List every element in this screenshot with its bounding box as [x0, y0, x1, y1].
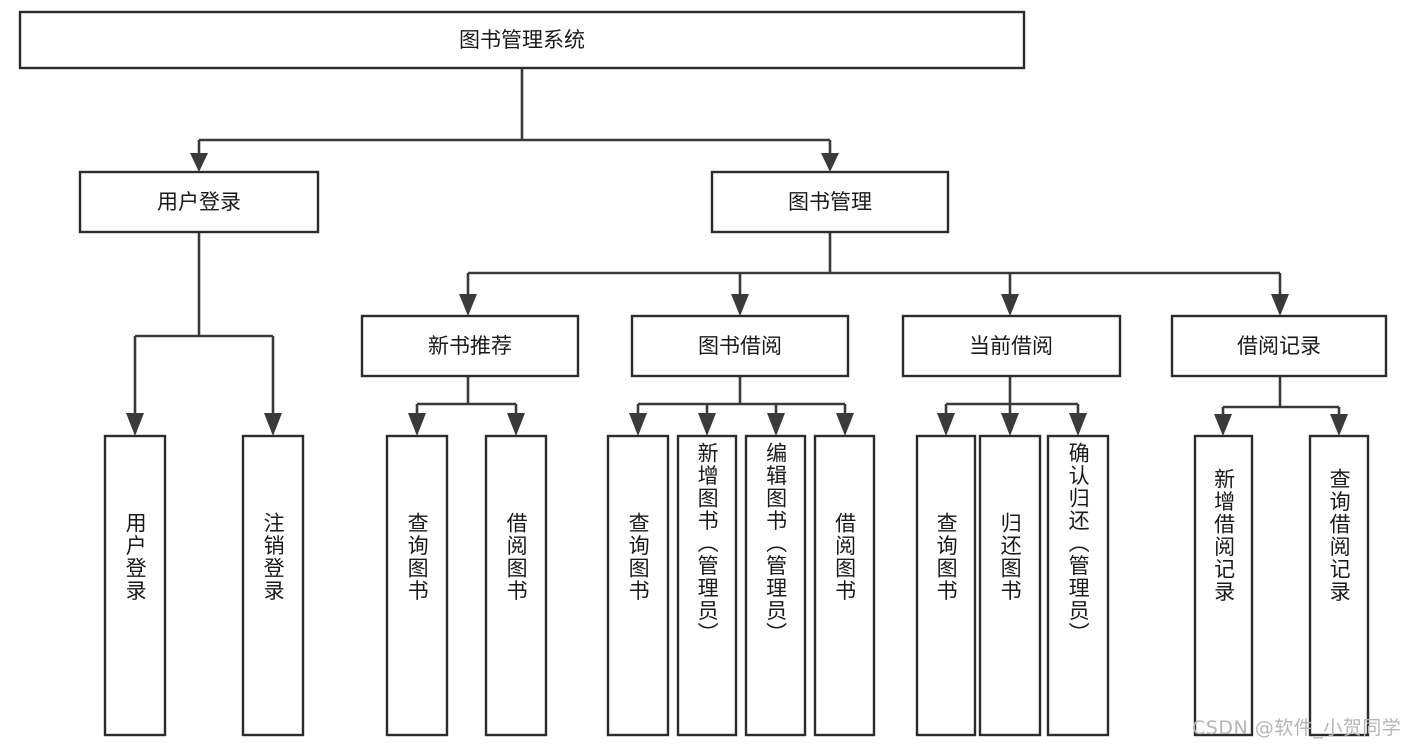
node-box-leaf-add-borrow-record[interactable]: [1193, 434, 1254, 737]
connector-group-book-borrow-to-leaves: [629, 376, 854, 436]
arrow-head-leaf-confirm-return-admin: [1069, 413, 1087, 436]
node-box-leaf-borrow-book[interactable]: [813, 434, 876, 737]
node-box-leaf-query-borrow-record[interactable]: [1308, 434, 1370, 737]
node-label-new-book-recommend: 新书推荐: [428, 334, 512, 358]
leaf-label-wrap-logout: 注销登录: [243, 436, 303, 735]
leaf-label-wrap-borrow-book: 借阅图书: [815, 436, 874, 735]
leaf-label-wrap-add-borrow-record: 新增借阅记录: [1195, 436, 1252, 735]
arrow-head-book-management: [821, 153, 839, 172]
connector-group-user-login-to-leaves: [126, 232, 282, 436]
connector-group-new-book-to-leaves: [408, 376, 525, 436]
node-box-leaf-logout[interactable]: [241, 434, 305, 737]
connector-group-current-borrow-to-leaves: [937, 376, 1087, 436]
node-box-leaf-query-book-recommend[interactable]: [385, 434, 449, 737]
node-box-leaf-user-login[interactable]: [103, 434, 167, 737]
arrow-head-leaf-return-book: [1001, 413, 1019, 436]
arrow-head-leaf-query-book-recommend: [408, 413, 426, 436]
node-box-leaf-edit-book-admin[interactable]: [744, 434, 807, 737]
node-label-book-borrow: 图书借阅: [698, 334, 782, 358]
leaf-label-user-login: 用户登录: [123, 512, 148, 602]
leaf-label-confirm-return-admin: 确认归还（管理员）: [1066, 442, 1091, 645]
node-box-leaf-query-book-borrow[interactable]: [606, 434, 670, 737]
leaf-label-query-book-borrow: 查询图书: [626, 512, 651, 602]
node-label-book-management: 图书管理: [788, 190, 872, 214]
node-box-user-login[interactable]: [78, 170, 320, 234]
leaf-label-wrap-query-book-borrow: 查询图书: [608, 436, 668, 735]
leaf-label-wrap-confirm-return-admin: 确认归还（管理员）: [1048, 436, 1108, 735]
csdn-watermark: CSDN @软件_小贺同学: [1192, 717, 1402, 739]
node-label-borrow-record: 借阅记录: [1237, 334, 1321, 358]
arrow-head-leaf-edit-book-admin: [767, 413, 785, 436]
node-label-root: 图书管理系统: [459, 28, 585, 52]
arrow-head-leaf-logout: [264, 413, 282, 436]
node-box-leaf-query-book-current[interactable]: [915, 434, 977, 737]
connector-group-book-management-to-level3: [459, 232, 1289, 316]
connector-group-borrow-record-to-leaves: [1214, 376, 1348, 436]
leaf-label-return-book: 归还图书: [998, 512, 1023, 602]
node-box-book-management[interactable]: [710, 170, 950, 234]
arrow-head-book-borrow: [731, 294, 749, 316]
leaf-label-wrap-query-book-recommend: 查询图书: [387, 436, 447, 735]
node-box-root[interactable]: [18, 10, 1026, 70]
arrow-head-leaf-borrow-book: [836, 413, 854, 436]
arrow-head-leaf-user-login: [126, 413, 144, 436]
leaf-label-add-borrow-record: 新增借阅记录: [1211, 468, 1236, 603]
leaf-label-logout: 注销登录: [261, 512, 286, 602]
node-box-leaf-add-book-admin[interactable]: [676, 434, 738, 737]
arrow-head-leaf-query-book-borrow: [629, 413, 647, 436]
node-label-user-login: 用户登录: [157, 190, 241, 214]
leaf-label-query-book-current: 查询图书: [934, 512, 959, 602]
node-box-borrow-record[interactable]: [1170, 314, 1388, 378]
leaf-label-add-book-admin: 新增图书（管理员）: [695, 442, 720, 645]
leaf-label-query-borrow-record: 查询借阅记录: [1327, 468, 1352, 603]
leaf-label-wrap-query-borrow-record: 查询借阅记录: [1310, 436, 1368, 735]
arrow-head-leaf-borrow-book-recommend: [507, 413, 525, 436]
leaf-label-query-book-recommend: 查询图书: [405, 512, 430, 602]
node-box-current-borrow[interactable]: [901, 314, 1122, 378]
node-box-leaf-return-book[interactable]: [978, 434, 1042, 737]
arrow-head-leaf-query-borrow-record: [1330, 414, 1348, 436]
leaf-label-wrap-query-book-current: 查询图书: [917, 436, 975, 735]
arrow-head-borrow-record: [1271, 294, 1289, 316]
node-box-new-book-recommend[interactable]: [360, 314, 580, 378]
leaf-label-edit-book-admin: 编辑图书（管理员）: [763, 442, 788, 645]
arrow-head-leaf-add-borrow-record: [1214, 414, 1232, 436]
node-label-current-borrow: 当前借阅: [969, 334, 1053, 358]
leaf-label-borrow-book: 借阅图书: [832, 512, 857, 602]
arrow-head-leaf-add-book-admin: [698, 413, 716, 436]
arrow-head-current-borrow: [1001, 294, 1019, 316]
connector-group-root-to-level2: [190, 68, 839, 172]
arrow-head-new-book-recommend: [459, 294, 477, 316]
arrow-head-user-login: [190, 153, 208, 172]
leaf-label-wrap-user-login: 用户登录: [105, 436, 165, 735]
leaf-label-wrap-edit-book-admin: 编辑图书（管理员）: [746, 436, 805, 735]
leaf-label-wrap-add-book-admin: 新增图书（管理员）: [678, 436, 736, 735]
arrow-head-leaf-query-book-current: [937, 413, 955, 436]
node-box-book-borrow[interactable]: [630, 314, 850, 378]
leaf-label-wrap-return-book: 归还图书: [980, 436, 1040, 735]
leaf-label-borrow-book-recommend: 借阅图书: [504, 512, 529, 602]
node-box-leaf-confirm-return-admin[interactable]: [1046, 434, 1110, 737]
node-box-leaf-borrow-book-recommend[interactable]: [484, 434, 548, 737]
leaf-label-wrap-borrow-book-recommend: 借阅图书: [486, 436, 546, 735]
